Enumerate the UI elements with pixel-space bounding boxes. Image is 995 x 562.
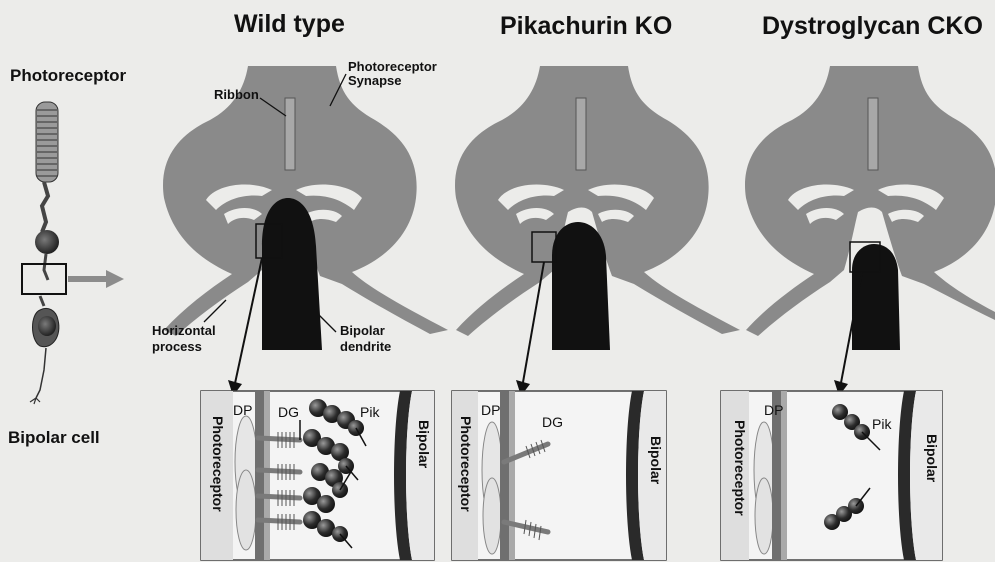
inset3-pik-label: Pik — [872, 416, 891, 432]
title-dystroglycan-cko: Dystroglycan CKO — [762, 12, 983, 41]
inset2-dg-label: DG — [542, 414, 563, 430]
bipolar-cell — [30, 296, 59, 404]
inset1-bipolar-label: Bipolar — [416, 420, 432, 468]
label-bipolar-dendrite-line2: dendrite — [340, 340, 391, 354]
inset3-photoreceptor-label: Photoreceptor — [732, 420, 748, 516]
pikachurin-ko-synapse — [455, 66, 740, 396]
inset1-pik-label: Pik — [360, 404, 379, 420]
label-photoreceptor-synapse-line1: Photoreceptor — [348, 60, 437, 74]
photoreceptor-cell — [35, 102, 59, 280]
label-bipolar-dendrite-line1: Bipolar — [340, 324, 385, 338]
side-label-photoreceptor: Photoreceptor — [10, 66, 126, 86]
label-photoreceptor-synapse-line2: Synapse — [348, 74, 401, 88]
title-wild-type: Wild type — [234, 10, 345, 39]
title-pikachurin-ko: Pikachurin KO — [500, 12, 672, 41]
side-label-bipolar-cell: Bipolar cell — [8, 428, 100, 448]
label-horizontal-process-line2: process — [152, 340, 202, 354]
inset3-dp-label: DP — [764, 402, 783, 418]
wild-type-synapse — [163, 66, 448, 396]
inset2-dp-label: DP — [481, 402, 500, 418]
inset1-dp-label: DP — [233, 402, 252, 418]
inset1-dg-label: DG — [278, 404, 299, 420]
dystroglycan-cko-synapse — [745, 66, 995, 396]
inset3-bipolar-label: Bipolar — [924, 434, 940, 482]
inset2-bipolar-label: Bipolar — [648, 436, 664, 484]
inset1-photoreceptor-label: Photoreceptor — [210, 416, 226, 512]
dystroglycan-cko-inset — [721, 391, 942, 560]
label-horizontal-process-line1: Horizontal — [152, 324, 216, 338]
label-ribbon: Ribbon — [214, 88, 259, 102]
zoom-arrow — [68, 270, 124, 288]
inset2-photoreceptor-label: Photoreceptor — [458, 416, 474, 512]
